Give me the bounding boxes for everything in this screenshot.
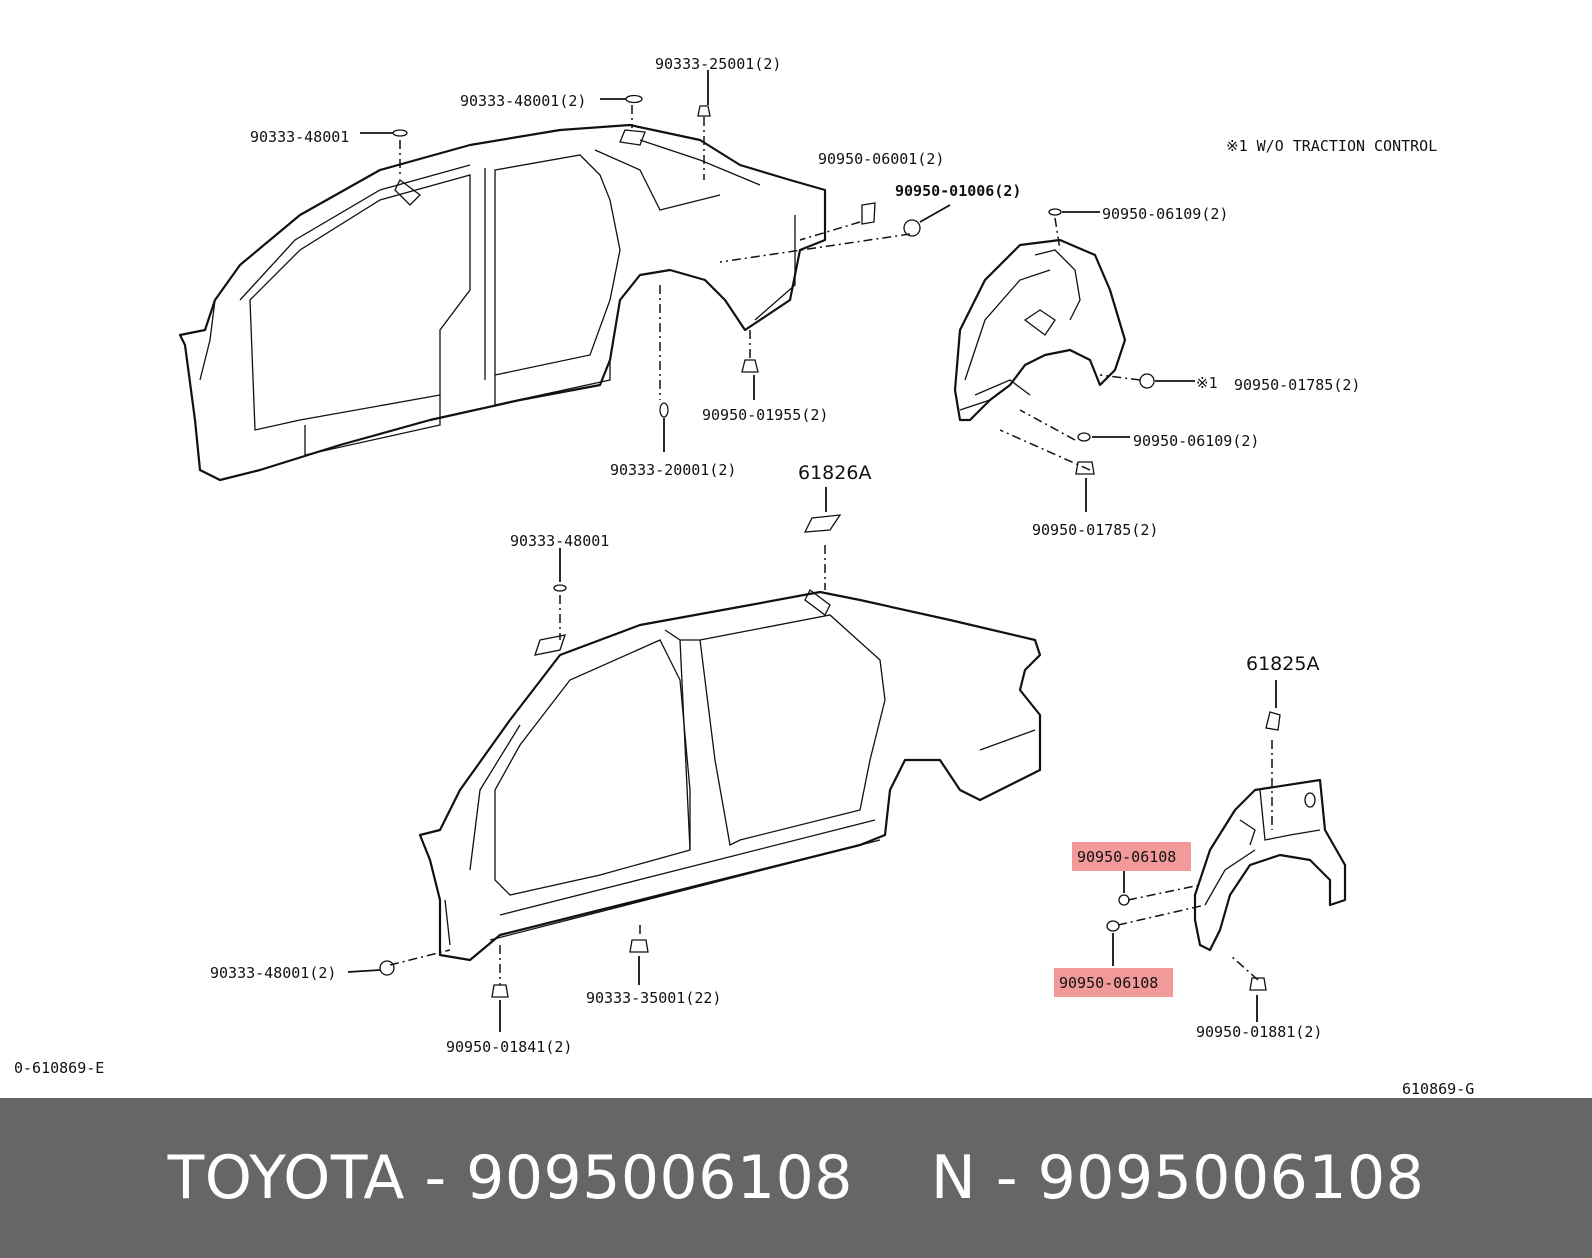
part-label-90950-06108-a: 90950-06108: [1077, 848, 1176, 866]
part-label-61825A: 61825A: [1246, 653, 1319, 675]
part-label-90950-01785-b: 90950-01785(2): [1032, 521, 1158, 539]
part-label-90333-35001: 90333-35001(22): [586, 989, 721, 1007]
part-label-90950-01881: 90950-01881(2): [1196, 1023, 1322, 1041]
part-label-90950-06108-b: 90950-06108: [1059, 974, 1158, 992]
part-label-90950-01006: 90950-01006(2): [895, 182, 1021, 200]
part-label-90950-06109-b: 90950-06109(2): [1133, 432, 1259, 450]
lower-side-panel: [418, 589, 1042, 962]
part-label-90333-48001-mid: 90333-48001: [510, 532, 609, 550]
mark-1: ※1: [1196, 374, 1218, 392]
footer-left-text: TOYOTA - 9095006108: [167, 1143, 853, 1213]
reference-right: 610869-G: [1402, 1080, 1474, 1098]
part-label-61826A: 61826A: [798, 462, 871, 484]
part-label-90950-01955: 90950-01955(2): [702, 406, 828, 424]
part-label-90950-01785-a: 90950-01785(2): [1234, 376, 1360, 394]
upper-side-panel: [178, 123, 827, 482]
part-label-90333-20001: 90333-20001(2): [610, 461, 736, 479]
part-number-banner: TOYOTA - 9095006108 N - 9095006108: [0, 1098, 1592, 1258]
part-label-90333-48001-2-top: 90333-48001(2): [460, 92, 586, 110]
part-label-90333-48001-2-bottom: 90333-48001(2): [210, 964, 336, 982]
reference-left: 0-610869-E: [14, 1059, 104, 1077]
lower-wheel-house: [1193, 778, 1347, 952]
highlight-box-lower: [1054, 968, 1173, 997]
upper-wheel-house: [953, 238, 1127, 422]
part-label-90950-06001: 90950-06001(2): [818, 150, 944, 168]
part-label-90950-06109-a: 90950-06109(2): [1102, 205, 1228, 223]
part-label-90333-48001-top: 90333-48001: [250, 128, 349, 146]
highlight-box-upper: [1072, 842, 1191, 871]
parts-diagram: ※1 W/O TRACTION CONTROL 90333-25001(2) 9…: [14, 55, 1474, 1098]
part-label-90333-25001: 90333-25001(2): [655, 55, 781, 73]
part-label-90950-01841: 90950-01841(2): [446, 1038, 572, 1056]
footer-right-text: N - 9095006108: [930, 1143, 1425, 1213]
traction-control-note: ※1 W/O TRACTION CONTROL: [1226, 137, 1437, 155]
